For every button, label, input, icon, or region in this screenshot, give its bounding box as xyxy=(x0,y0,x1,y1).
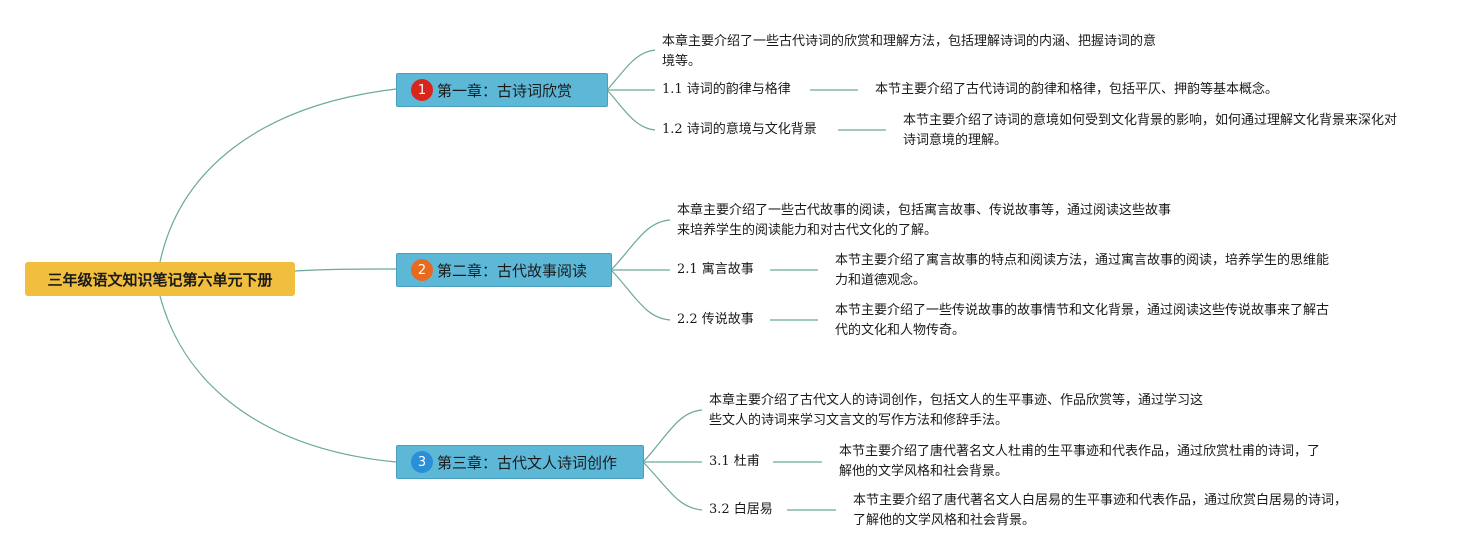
chapter-1-title: 第一章：古诗词欣赏 xyxy=(437,81,573,100)
section-1-1-desc[interactable]: 本节主要介绍了古代诗词的韵律和格律，包括平仄、押韵等基本概念。 xyxy=(875,82,1279,97)
section-1-2-desc[interactable]: 本节主要介绍了诗词的意境如何受到文化背景的影响，如何通过理解文化背景来深化对诗词… xyxy=(903,113,1398,148)
section-2-2-desc[interactable]: 本节主要介绍了一些传说故事的故事情节和文化背景，通过阅读这些传说故事来了解古代的… xyxy=(835,303,1330,338)
section-2-1-desc[interactable]: 本节主要介绍了寓言故事的特点和阅读方法，通过寓言故事的阅读，培养学生的思维能力和… xyxy=(835,253,1330,288)
section-1-2[interactable]: 1.2 诗词的意境与文化背景 xyxy=(662,122,817,137)
chapter-2-number-badge: 2 xyxy=(411,259,433,281)
link-ch1-summary xyxy=(607,49,656,90)
section-2-1[interactable]: 2.1 寓言故事 xyxy=(677,262,754,277)
link-root-chapter-3 xyxy=(159,295,397,463)
chapter-3-number-badge: 3 xyxy=(411,451,433,473)
chapter-2-node[interactable]: 2 第二章：古代故事阅读 xyxy=(396,253,612,287)
chapter-1-number-badge: 1 xyxy=(411,79,433,101)
link-root-chapter-2 xyxy=(294,268,397,272)
root-topic-label: 三年级语文知识笔记第六单元下册 xyxy=(47,270,273,289)
chapter-2-summary[interactable]: 本章主要介绍了一些古代故事的阅读，包括寓言故事、传说故事等，通过阅读这些故事来培… xyxy=(677,203,1172,238)
link-ch2-summary xyxy=(611,219,671,270)
link-ch3-sec2 xyxy=(643,462,703,511)
chapter-3-summary[interactable]: 本章主要介绍了古代文人的诗词创作，包括文人的生平事迹、作品欣赏等，通过学习这些文… xyxy=(709,393,1204,428)
section-2-2[interactable]: 2.2 传说故事 xyxy=(677,312,754,327)
chapter-3-node[interactable]: 3 第三章：古代文人诗词创作 xyxy=(396,445,644,479)
section-1-1[interactable]: 1.1 诗词的韵律与格律 xyxy=(662,82,791,97)
link-ch3-summary xyxy=(643,409,703,462)
chapter-1-node[interactable]: 1 第一章：古诗词欣赏 xyxy=(396,73,608,107)
link-ch2-sec2 xyxy=(611,270,671,321)
section-3-2-desc[interactable]: 本节主要介绍了唐代著名文人白居易的生平事迹和代表作品，通过欣赏白居易的诗词，了解… xyxy=(853,493,1348,528)
section-3-1-desc[interactable]: 本节主要介绍了唐代著名文人杜甫的生平事迹和代表作品，通过欣赏杜甫的诗词，了解他的… xyxy=(839,444,1321,479)
link-root-chapter-1 xyxy=(159,88,397,263)
section-3-2[interactable]: 3.2 白居易 xyxy=(709,502,773,517)
chapter-2-title: 第二章：古代故事阅读 xyxy=(437,261,588,280)
chapter-3-title: 第三章：古代文人诗词创作 xyxy=(437,453,618,472)
link-ch1-sec2 xyxy=(607,90,656,131)
chapter-1-summary[interactable]: 本章主要介绍了一些古代诗词的欣赏和理解方法，包括理解诗词的内涵、把握诗词的意境等… xyxy=(662,34,1157,69)
section-3-1[interactable]: 3.1 杜甫 xyxy=(709,454,760,469)
root-topic[interactable]: 三年级语文知识笔记第六单元下册 xyxy=(25,262,295,296)
